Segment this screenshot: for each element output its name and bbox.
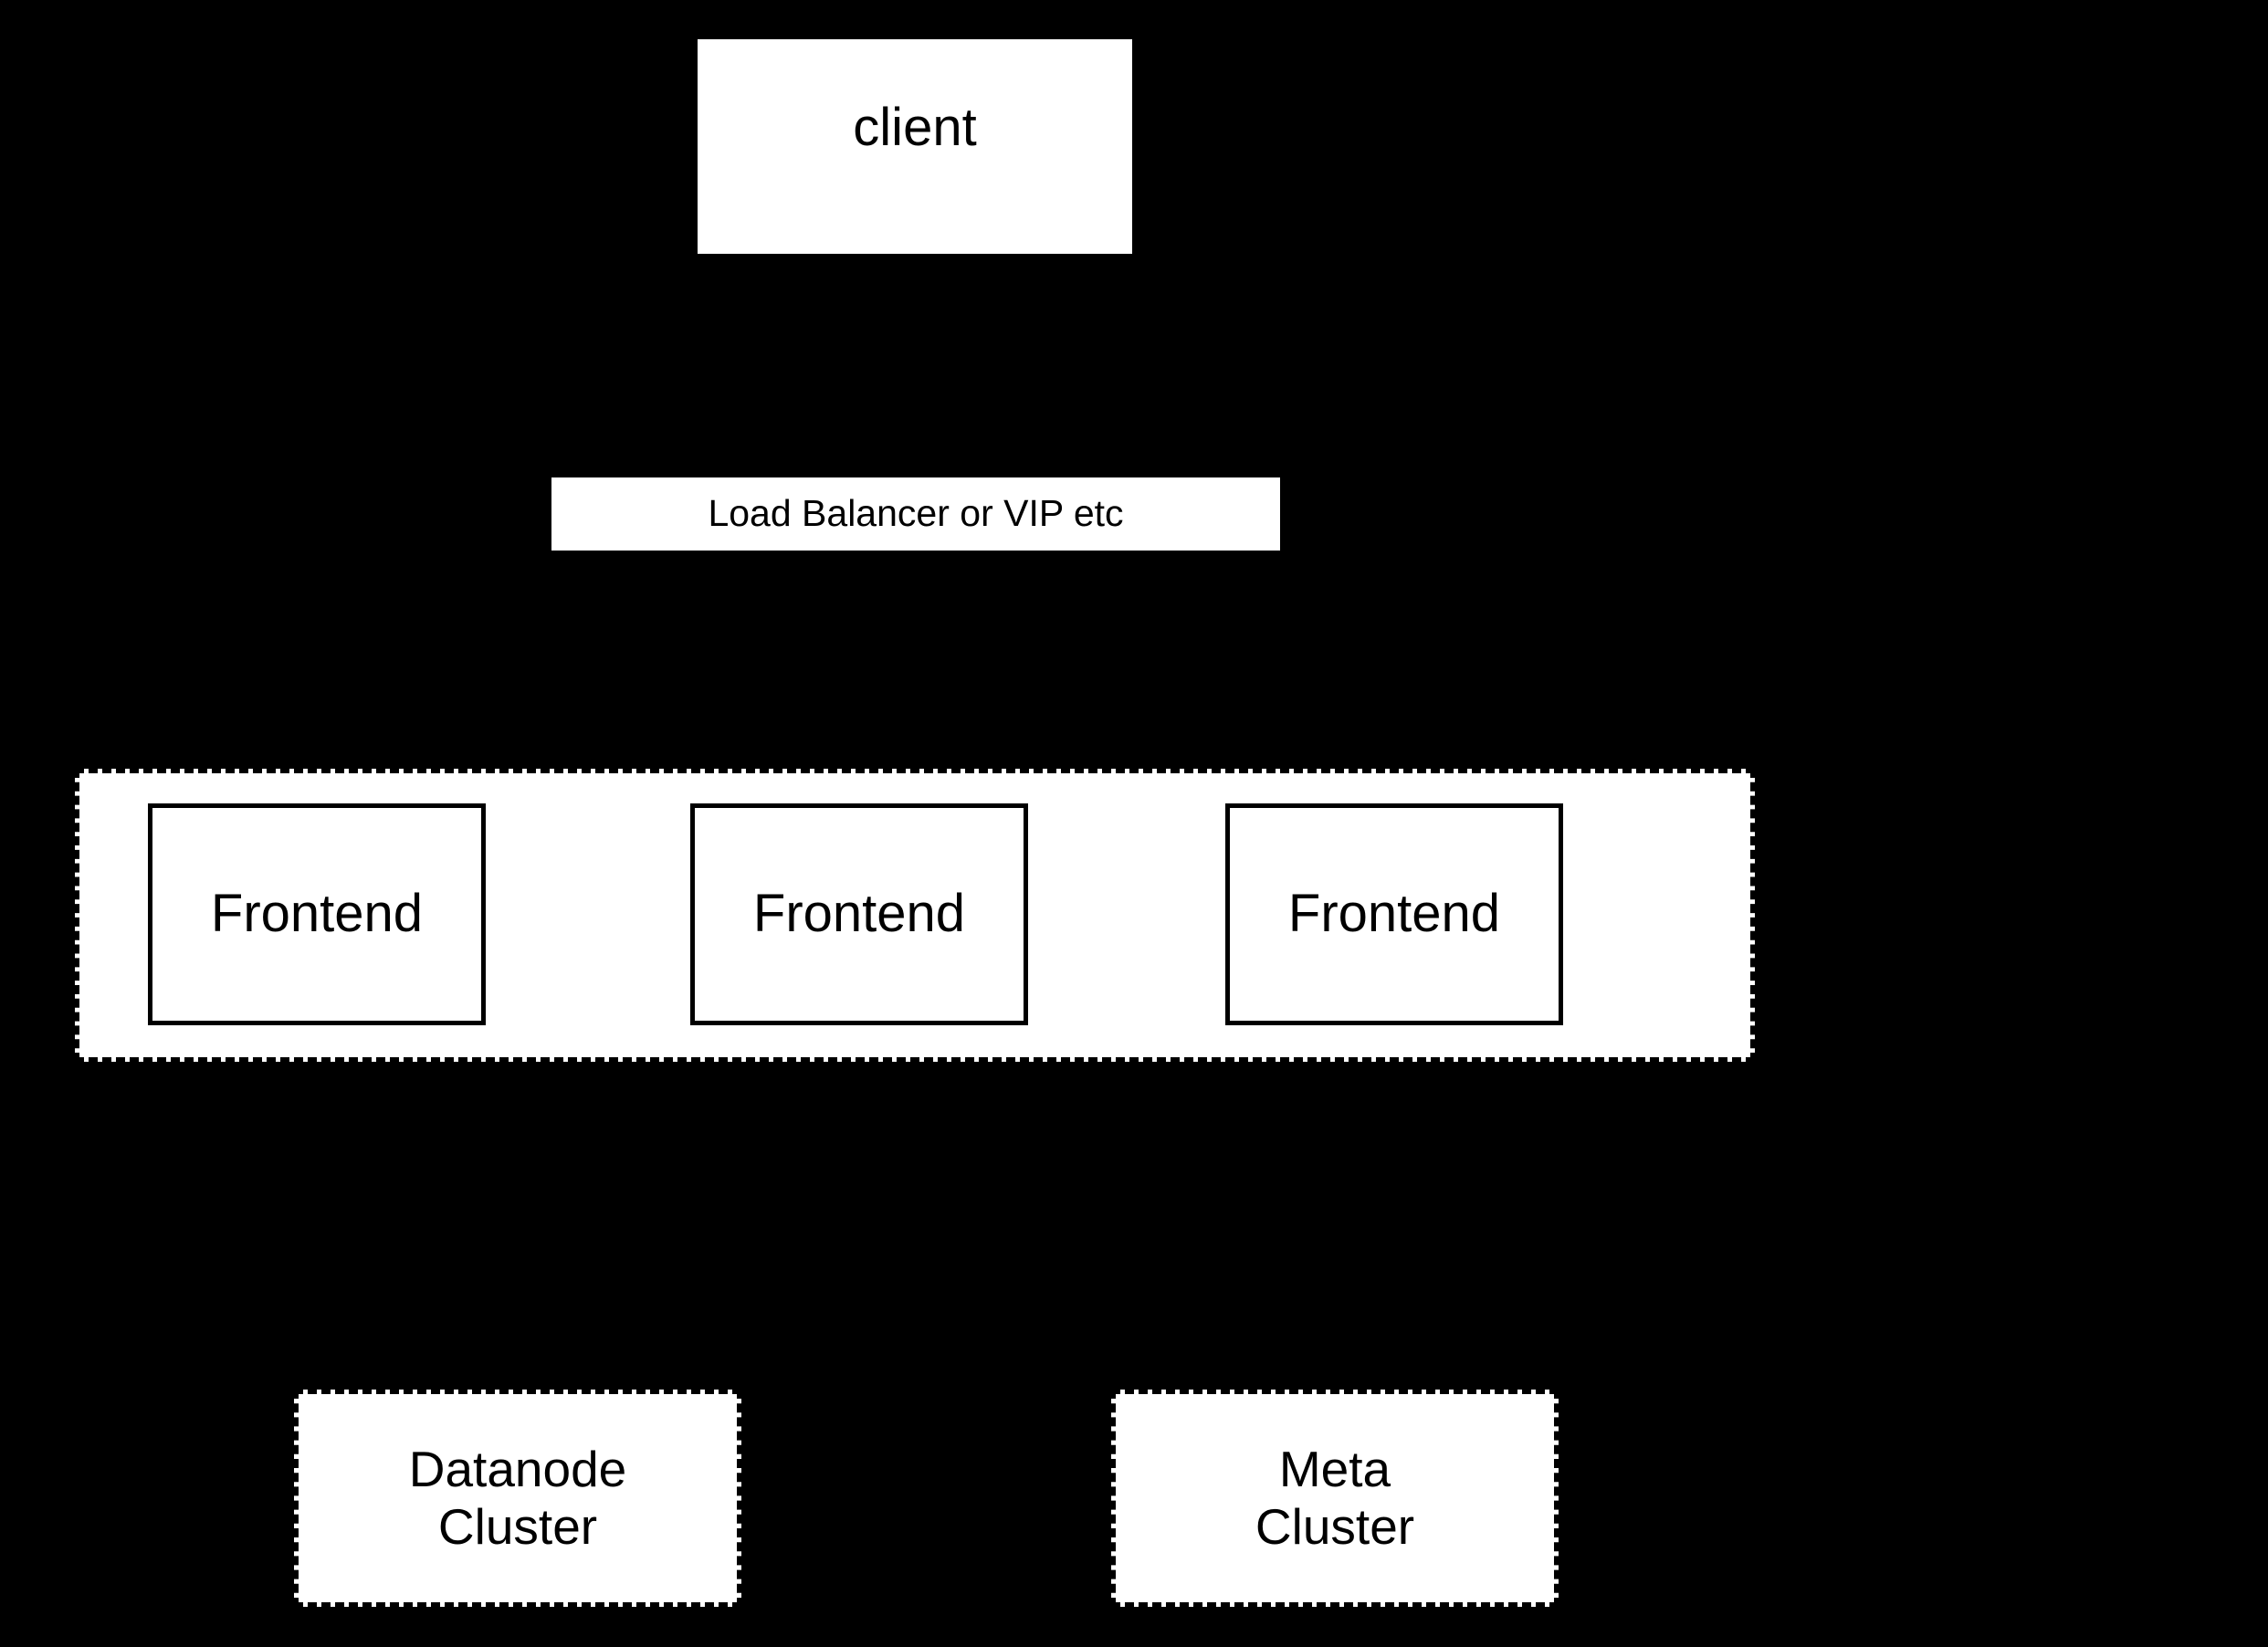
node-meta-cluster-label: Meta Cluster (1255, 1440, 1415, 1555)
node-meta-cluster[interactable]: Meta Cluster (1111, 1390, 1559, 1607)
node-load-balancer[interactable]: Load Balancer or VIP etc (551, 477, 1280, 551)
node-frontend-2-label: Frontend (752, 884, 966, 944)
node-load-balancer-label: Load Balancer or VIP etc (708, 492, 1124, 535)
node-frontend-1[interactable]: Frontend (148, 803, 486, 1025)
node-client[interactable]: client (698, 39, 1132, 254)
node-client-label: client (853, 98, 977, 157)
node-frontend-2[interactable]: Frontend (690, 803, 1028, 1025)
node-datanode-cluster[interactable]: Datanode Cluster (294, 1390, 741, 1607)
node-datanode-cluster-label: Datanode Cluster (408, 1440, 627, 1555)
node-frontend-3-label: Frontend (1287, 884, 1501, 944)
node-frontend-1-label: Frontend (210, 884, 424, 944)
node-frontend-3[interactable]: Frontend (1225, 803, 1563, 1025)
